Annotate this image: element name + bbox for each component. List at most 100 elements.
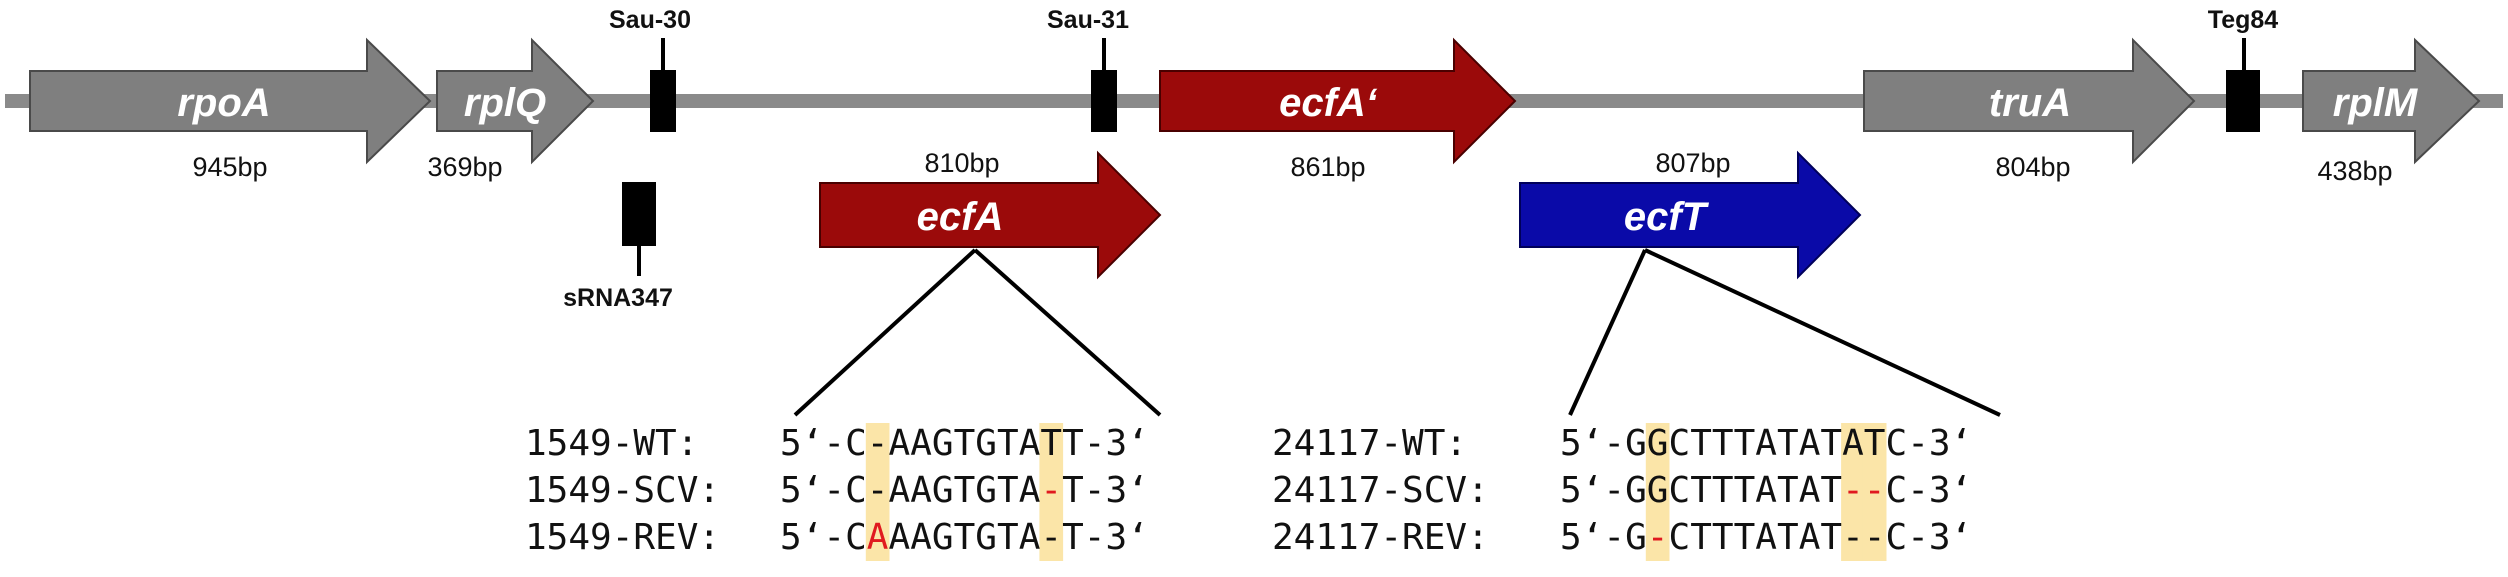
base: C	[845, 423, 867, 464]
base: C	[1669, 517, 1691, 558]
element-teg84: Teg84	[2208, 6, 2278, 132]
base: A	[1755, 517, 1777, 558]
element-label-sau30: Sau-30	[609, 6, 691, 34]
gene-length-rplM: 438bp	[2317, 156, 2392, 186]
sequence-row: 5‘-C-AAGTGTATT-3‘	[780, 423, 1149, 464]
zoom-lines-ecfA	[793, 248, 1162, 417]
base: T	[1820, 423, 1842, 464]
gene-label-rplM: rplM	[2333, 81, 2419, 125]
highlight-column	[1841, 423, 1865, 561]
mutated-base: -	[1842, 470, 1864, 511]
base: T	[1777, 423, 1799, 464]
three-prime-end: -3‘	[1084, 470, 1149, 511]
base: A	[889, 423, 911, 464]
five-prime-end: 5‘-	[780, 423, 845, 464]
three-prime-end: -3‘	[1084, 517, 1149, 558]
base: G	[1625, 470, 1647, 511]
gene-label-ecfA: ecfA	[917, 195, 1004, 239]
base: C	[1886, 423, 1908, 464]
five-prime-end: 5‘-	[1560, 517, 1625, 558]
base: G	[1647, 423, 1669, 464]
base: G	[932, 470, 954, 511]
highlight-column	[1039, 423, 1064, 561]
gene-length-truA: 804bp	[1995, 152, 2070, 182]
base: T	[954, 517, 976, 558]
sequence-row: 5‘-GGCTTTATAT--C-3‘	[1560, 470, 1972, 511]
base: T	[1712, 517, 1734, 558]
base: A	[1019, 517, 1041, 558]
base: A	[1799, 470, 1821, 511]
base: T	[997, 423, 1019, 464]
element-sau31: Sau-31	[1047, 6, 1129, 132]
sequence-row: 5‘-C-AAGTGTA-T-3‘	[780, 470, 1149, 511]
base: G	[975, 470, 997, 511]
base: T	[1690, 517, 1712, 558]
strain-label: 24117-SCV:	[1272, 470, 1489, 511]
gene-label-rpoA: rpoA	[177, 81, 270, 125]
element-label-sau31: Sau-31	[1047, 6, 1129, 34]
gene-arrow-truA: truA	[1863, 37, 2196, 165]
gene-length-ecfT: 807bp	[1655, 148, 1730, 178]
base: T	[1690, 423, 1712, 464]
mutated-base: A	[867, 517, 889, 558]
base: T	[1062, 517, 1084, 558]
base: -	[1842, 517, 1864, 558]
base: T	[1820, 470, 1842, 511]
alignment-ecfT: 24117-WT:5‘-GGCTTTATATATC-3‘24117-SCV:5‘…	[1272, 423, 1972, 561]
base: C	[845, 517, 867, 558]
base: A	[1799, 517, 1821, 558]
base: T	[954, 423, 976, 464]
base: T	[1062, 423, 1084, 464]
strain-label: 1549-REV:	[525, 517, 720, 558]
base: T	[1734, 423, 1756, 464]
base: A	[889, 517, 911, 558]
base: G	[1647, 470, 1669, 511]
base: T	[1040, 423, 1062, 464]
gene-arrow-ecfA-prime: ecfA‘	[1159, 37, 1517, 165]
base: T	[1712, 470, 1734, 511]
base: A	[1019, 423, 1041, 464]
base: T	[997, 517, 1019, 558]
gene-arrow-rpoA: rpoA	[29, 37, 432, 165]
base: A	[910, 423, 932, 464]
base: T	[1690, 470, 1712, 511]
three-prime-end: -3‘	[1907, 470, 1972, 511]
base: T	[954, 470, 976, 511]
sequence-row: 5‘-CAAAGTGTA-T-3‘	[780, 517, 1149, 558]
five-prime-end: 5‘-	[1560, 423, 1625, 464]
base: T	[997, 470, 1019, 511]
gene-arrow-rplM: rplM	[2302, 37, 2481, 165]
gene-length-rpoA: 945bp	[192, 152, 267, 182]
base: -	[1864, 517, 1886, 558]
highlight-column	[865, 423, 890, 561]
base: G	[975, 517, 997, 558]
element-label-teg84: Teg84	[2208, 6, 2278, 34]
base: A	[910, 470, 932, 511]
mutated-base: -	[1864, 470, 1886, 511]
gene-length-rplQ: 369bp	[427, 152, 502, 182]
highlight-column	[1645, 423, 1670, 561]
gene-arrow-ecfT: ecfT	[1519, 150, 1862, 280]
base: A	[1755, 423, 1777, 464]
base: C	[1669, 470, 1691, 511]
element-srna347: sRNA347	[563, 182, 673, 312]
base: A	[910, 517, 932, 558]
element-label-srna347: sRNA347	[563, 284, 673, 312]
base: A	[1019, 470, 1041, 511]
sequence-row: 5‘-G-CTTTATAT--C-3‘	[1560, 517, 1972, 558]
gene-arrow-ecfA: ecfA	[819, 150, 1162, 280]
base: T	[1734, 517, 1756, 558]
element-sau30: Sau-30	[609, 6, 691, 132]
mutated-base: -	[1647, 517, 1669, 558]
base: G	[932, 423, 954, 464]
five-prime-end: 5‘-	[780, 517, 845, 558]
base: A	[1799, 423, 1821, 464]
strain-label: 24117-WT:	[1272, 423, 1467, 464]
base: A	[1755, 470, 1777, 511]
gene-arrow-rplQ: rplQ	[436, 37, 595, 165]
gene-label-ecfA-prime: ecfA‘	[1279, 81, 1378, 125]
zoom-lines-ecfT	[1568, 248, 2001, 417]
base: -	[867, 470, 889, 511]
base: C	[845, 470, 867, 511]
sequence-row: 5‘-GGCTTTATATATC-3‘	[1560, 423, 1972, 464]
